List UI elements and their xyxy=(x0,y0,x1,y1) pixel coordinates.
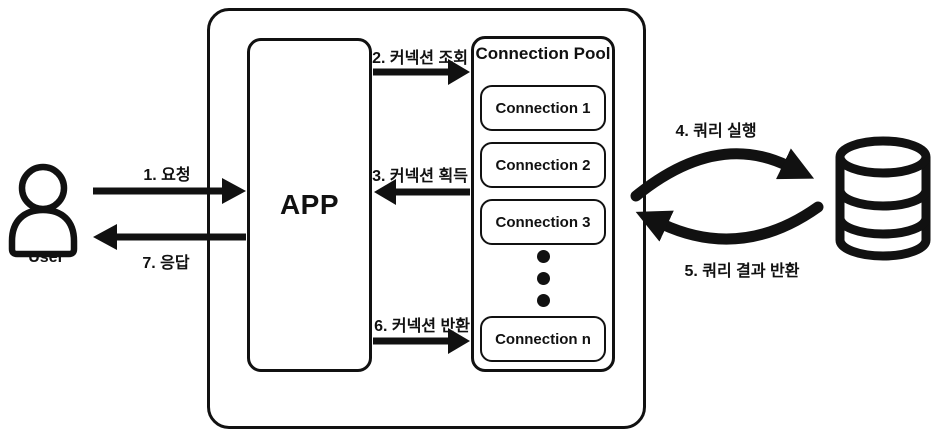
label-connection-return: 6. 커넥션 반환 xyxy=(374,318,470,335)
label-query-result: 5. 쿼리 결과 반환 xyxy=(684,263,800,280)
app-box: APP xyxy=(247,38,372,372)
person-icon xyxy=(8,163,78,258)
user-label: User xyxy=(28,249,64,266)
connection-n-box: Connection n xyxy=(480,316,606,362)
label-connection-acquire: 3. 커넥션 획득 xyxy=(372,168,468,185)
ellipsis-dot xyxy=(537,272,550,285)
connection-pool-box: Connection Pool Connection 1 Connection … xyxy=(471,36,615,372)
arrow-query-exec xyxy=(630,148,815,202)
arrow-query-result xyxy=(635,201,824,245)
connection-2-box: Connection 2 xyxy=(480,142,606,188)
label-query-exec: 4. 쿼리 실행 xyxy=(675,123,757,140)
label-request: 1. 요청 xyxy=(143,167,191,184)
app-label: APP xyxy=(279,189,340,220)
connection-3-box: Connection 3 xyxy=(480,199,606,245)
connection-1-box: Connection 1 xyxy=(480,85,606,131)
ellipsis-dot xyxy=(537,250,550,263)
database-cylinder-icon xyxy=(835,136,931,261)
connection-pool-title: Connection Pool xyxy=(475,44,611,63)
label-connection-lookup: 2. 커넥션 조회 xyxy=(372,50,468,67)
ellipsis-dot xyxy=(537,294,550,307)
label-response: 7. 응답 xyxy=(142,255,190,272)
